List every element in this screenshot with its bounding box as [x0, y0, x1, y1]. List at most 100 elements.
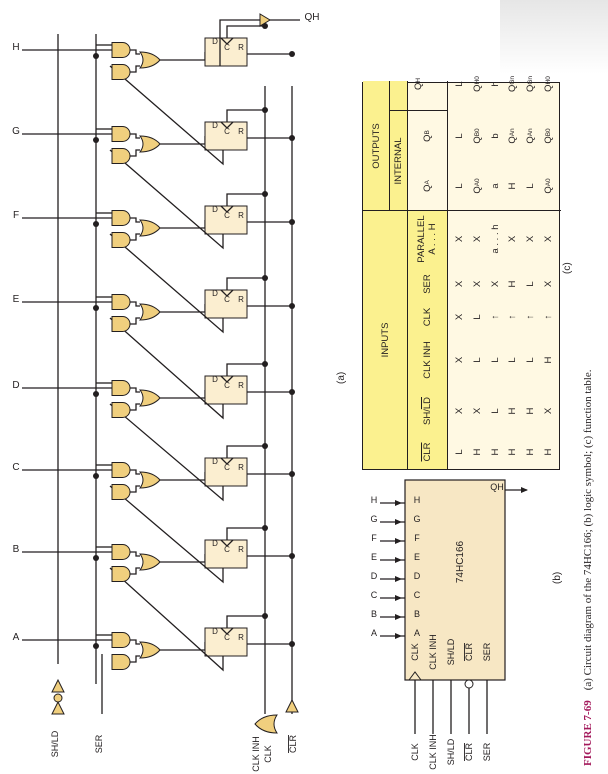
- q-to-next: [109, 233, 224, 334]
- symbol-control-label: CLK INH: [428, 734, 438, 770]
- table-cell: H: [471, 448, 483, 456]
- q-to-next: [109, 317, 224, 420]
- table-cell: a . . . h: [489, 224, 501, 254]
- ff-pin-r: R: [238, 43, 244, 52]
- ff-pin-c: C: [224, 463, 230, 472]
- control-label-clk-inh: CLK INH: [251, 736, 261, 772]
- and-gate-serial-H: [111, 64, 131, 80]
- symbol-pin-H: H: [414, 495, 421, 505]
- control-label-clk: CLK: [263, 745, 273, 763]
- table-cell: X: [542, 407, 554, 415]
- symbol-control-pin: CLR: [464, 643, 474, 662]
- ff-clock-wire: [226, 363, 265, 376]
- function-table-label: (c): [562, 262, 573, 274]
- and-gate-serial-C: [111, 484, 131, 500]
- input-arrow-G: [395, 519, 402, 525]
- symbol-pin-D: D: [414, 571, 421, 581]
- table-cell: L: [471, 314, 483, 320]
- and-gate-serial-F: [111, 232, 131, 248]
- or-to-d: [160, 642, 206, 651]
- junction-dot: [289, 471, 295, 477]
- junction-dot: [262, 191, 268, 197]
- control-label-clr: CLR: [288, 735, 298, 754]
- symbol-output-pin: QH: [490, 482, 504, 492]
- table-cell: X: [524, 235, 536, 243]
- table-cell: X: [471, 280, 483, 288]
- table-cell: H: [524, 407, 536, 415]
- symbol-input-label-B: B: [371, 609, 377, 619]
- ff-clock-wire: [226, 109, 265, 122]
- symbol-control-pin: CLK: [410, 643, 420, 661]
- table-cell: ↑: [542, 314, 554, 320]
- symbol-input-label-A: A: [371, 628, 377, 638]
- table-cell: H: [507, 182, 519, 190]
- table-cell: H: [542, 356, 554, 364]
- circuit-label: (a): [336, 371, 347, 384]
- ff-pin-r: R: [238, 381, 244, 390]
- table-cell: H: [507, 448, 519, 456]
- q-to-next: [109, 567, 224, 672]
- junction-dot: [93, 391, 99, 397]
- and-to-or: [130, 301, 140, 307]
- and-to-or: [130, 551, 140, 557]
- clr-inversion-bubble: [464, 679, 474, 689]
- symbol-pin-F: F: [414, 533, 420, 543]
- outputs-rule: [389, 81, 391, 211]
- table-cell: L: [471, 357, 483, 363]
- flip-flop-F: [204, 205, 248, 235]
- input-arrow-C: [395, 595, 402, 601]
- symbol-pin-A: A: [414, 628, 420, 638]
- and-gate-serial-E: [111, 316, 131, 332]
- table-cell: H: [542, 448, 554, 456]
- input-label-H: H: [12, 42, 19, 53]
- table-cell: H: [524, 448, 536, 456]
- clock-triangle: [220, 205, 234, 213]
- junction-dot: [93, 643, 99, 649]
- and-to-or: [130, 233, 140, 241]
- junction-dot: [93, 221, 99, 227]
- junction-dot: [262, 525, 268, 531]
- junction-dot: [289, 219, 295, 225]
- chip-body: [404, 479, 506, 681]
- input-arrow-A: [395, 633, 402, 639]
- table-cell: h: [489, 81, 501, 87]
- table-cell: ↑: [489, 314, 501, 320]
- clock-triangle: [220, 375, 234, 383]
- group-header-rule: [407, 81, 409, 469]
- q-to-next: [109, 403, 224, 502]
- shld-buffer: [51, 700, 65, 715]
- junction-dot: [262, 275, 268, 281]
- output-buffer: [259, 13, 271, 27]
- and-to-or: [130, 133, 140, 139]
- table-cell: X: [542, 280, 554, 288]
- and-to-or: [130, 485, 140, 493]
- or-gate-A: [139, 641, 161, 659]
- figure-number: FIGURE 7-69: [582, 700, 594, 766]
- clock-triangle: [220, 627, 234, 635]
- internal-qh-divider: [389, 109, 447, 111]
- ff-pin-r: R: [238, 633, 244, 642]
- symbol-control-pin: SH/LD: [446, 638, 456, 665]
- junction-dot: [93, 305, 99, 311]
- table-cell: L: [489, 357, 501, 363]
- and-gate-parallel-B: [111, 544, 131, 560]
- shld-buffer-2: [51, 678, 65, 693]
- or-gate-B: [139, 553, 161, 571]
- table-cell: L: [524, 281, 536, 287]
- input-arrow-H: [395, 500, 402, 506]
- q-to-next: [109, 65, 224, 166]
- ff-pin-d: D: [212, 539, 218, 548]
- ff-clock-wire: [226, 445, 265, 458]
- ff-clock-wire: [226, 277, 265, 290]
- or-gate-D: [139, 389, 161, 407]
- junction-dot: [262, 613, 268, 619]
- and-to-or: [130, 639, 140, 645]
- ff-clock-wire: [226, 25, 265, 38]
- and-to-or: [130, 217, 140, 223]
- ff-pin-d: D: [212, 205, 218, 214]
- table-cell: X: [454, 235, 466, 243]
- clock-triangle: [220, 539, 234, 547]
- and-gate-parallel-F: [111, 210, 131, 226]
